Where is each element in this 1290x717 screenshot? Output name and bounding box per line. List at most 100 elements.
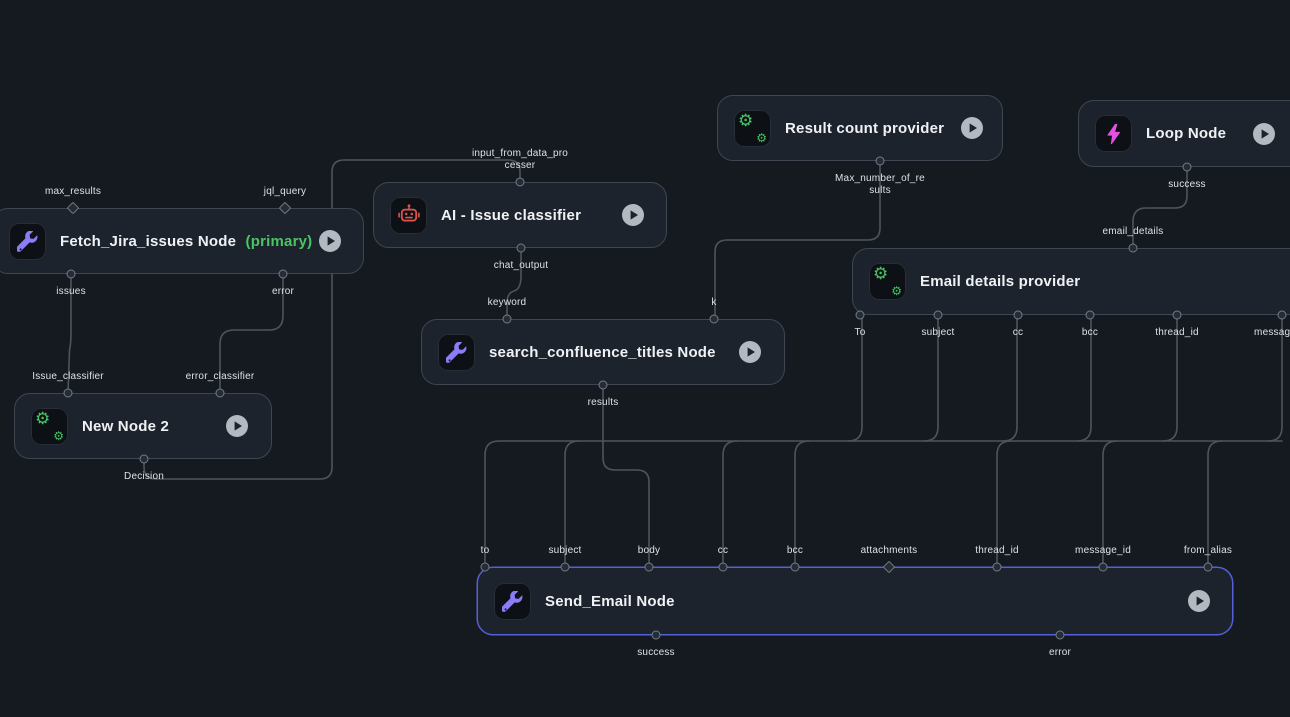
wrench-icon xyxy=(438,333,475,371)
wire xyxy=(564,440,580,568)
gear-glyph: ⚙ xyxy=(35,408,51,428)
bolt-icon xyxy=(1095,115,1132,152)
port-handle-keyword[interactable] xyxy=(502,314,512,324)
run-node-button[interactable] xyxy=(622,204,644,226)
port-handle-error[interactable] xyxy=(1055,630,1065,640)
wire xyxy=(1132,166,1188,249)
port-handle-error[interactable] xyxy=(278,269,288,279)
port-handle-Issue_classifier[interactable] xyxy=(63,388,73,398)
port-handle-thread_id[interactable] xyxy=(992,562,1002,572)
node-title: search_confluence_titles Node xyxy=(489,343,716,361)
play-icon xyxy=(1261,128,1269,139)
run-node-button[interactable] xyxy=(226,415,248,437)
port-handle-thread_id[interactable] xyxy=(1172,310,1182,320)
port-label: Max_number_of_results xyxy=(835,173,925,196)
port-handle-to[interactable] xyxy=(480,562,490,572)
port-label: error xyxy=(1048,647,1072,658)
port-label: issues xyxy=(56,286,86,297)
port-label: cc xyxy=(1012,327,1024,338)
gears-icon: ⚙⚙ xyxy=(869,263,906,300)
port-label: subject xyxy=(548,545,582,556)
wire xyxy=(996,440,1012,568)
port-handle-error_classifier[interactable] xyxy=(215,388,225,398)
wire xyxy=(602,384,650,568)
port-label: success xyxy=(1168,179,1206,190)
port-label: error_classifier xyxy=(185,371,255,382)
port-label: to xyxy=(480,545,490,556)
port-handle-Max_number_of_results[interactable] xyxy=(875,156,885,166)
node-result-count-provider[interactable]: ⚙⚙ Result count provider xyxy=(717,95,1003,161)
port-label: subject xyxy=(921,327,955,338)
port-handle-message_id[interactable] xyxy=(1098,562,1108,572)
port-label: jql_query xyxy=(263,186,307,197)
node-title: Send_Email Node xyxy=(545,592,675,610)
run-node-button[interactable] xyxy=(739,341,761,363)
play-icon xyxy=(630,210,638,220)
node-fetch-jira-issues[interactable]: Fetch_Jira_issues Node (primary) xyxy=(0,208,364,274)
run-node-button[interactable] xyxy=(961,117,983,139)
node-loop-node[interactable]: Loop Node xyxy=(1078,100,1290,167)
port-label: error xyxy=(271,286,295,297)
node-email-details-provider[interactable]: ⚙⚙Email details provider xyxy=(852,248,1290,315)
port-label: email_details xyxy=(1102,226,1164,237)
node-title-suffix: (primary) xyxy=(245,232,313,250)
node-ai-issue-classifier[interactable]: AI - Issue classifier xyxy=(373,182,667,248)
port-label: bcc xyxy=(786,545,804,556)
port-handle-cc[interactable] xyxy=(1013,310,1023,320)
port-label: attachments xyxy=(860,545,918,556)
node-title: Result count provider xyxy=(785,119,945,137)
port-handle-results[interactable] xyxy=(598,380,608,390)
wire xyxy=(1267,314,1283,442)
port-label: message_id xyxy=(1254,327,1290,338)
node-title: Fetch_Jira_issues Node (primary) xyxy=(60,232,313,250)
port-label: success xyxy=(637,647,675,658)
port-handle-bcc[interactable] xyxy=(790,562,800,572)
gears-icon: ⚙⚙ xyxy=(734,109,771,147)
port-label: chat_output xyxy=(493,260,549,271)
port-handle-To[interactable] xyxy=(855,310,865,320)
gear-glyph: ⚙ xyxy=(756,130,767,145)
port-handle-issues[interactable] xyxy=(66,269,76,279)
wire xyxy=(1162,314,1178,442)
port-handle-success[interactable] xyxy=(1182,162,1192,172)
port-handle-message_id[interactable] xyxy=(1277,310,1287,320)
port-handle-cc[interactable] xyxy=(718,562,728,572)
node-new-node-2[interactable]: ⚙⚙New Node 2 xyxy=(14,393,272,459)
wire xyxy=(923,314,939,442)
port-handle-subject[interactable] xyxy=(933,310,943,320)
port-handle-k[interactable] xyxy=(709,314,719,324)
port-handle-bcc[interactable] xyxy=(1085,310,1095,320)
port-handle-Decision[interactable] xyxy=(139,454,149,464)
port-label: keyword xyxy=(487,297,527,308)
wire xyxy=(794,440,810,568)
port-handle-input_from_data_processer[interactable] xyxy=(515,177,525,187)
wire xyxy=(714,160,881,320)
port-handle-body[interactable] xyxy=(644,562,654,572)
run-node-button[interactable] xyxy=(319,230,341,252)
port-label: input_from_data_processer xyxy=(471,148,569,171)
port-handle-email_details[interactable] xyxy=(1128,243,1138,253)
play-icon xyxy=(234,421,242,431)
wire xyxy=(847,314,863,442)
play-icon xyxy=(969,123,977,133)
gear-glyph: ⚙ xyxy=(891,284,902,298)
node-title: AI - Issue classifier xyxy=(441,206,582,224)
wrench-icon xyxy=(494,582,531,620)
wire xyxy=(219,273,284,394)
run-node-button[interactable] xyxy=(1253,122,1275,145)
node-send-email[interactable]: Send_Email Node xyxy=(477,567,1233,635)
gear-glyph: ⚙ xyxy=(53,428,64,443)
port-label: from_alias xyxy=(1183,545,1233,556)
play-icon xyxy=(747,347,755,357)
run-node-button[interactable] xyxy=(1188,590,1210,612)
port-handle-chat_output[interactable] xyxy=(516,243,526,253)
port-handle-subject[interactable] xyxy=(560,562,570,572)
port-label: Issue_classifier xyxy=(32,371,104,382)
port-label: max_results xyxy=(44,186,102,197)
port-handle-from_alias[interactable] xyxy=(1203,562,1213,572)
port-handle-success[interactable] xyxy=(651,630,661,640)
node-search-confluence-titles[interactable]: search_confluence_titles Node xyxy=(421,319,785,385)
port-label: Decision xyxy=(124,471,164,482)
